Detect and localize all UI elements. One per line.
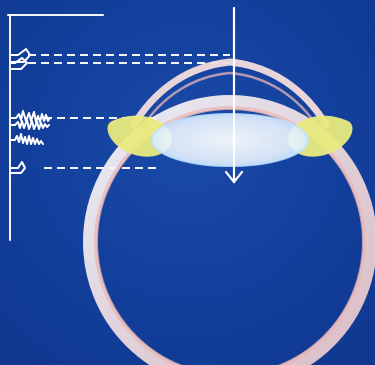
diagram-svg	[0, 0, 375, 365]
eye-ultrasound-diagram	[0, 0, 375, 365]
